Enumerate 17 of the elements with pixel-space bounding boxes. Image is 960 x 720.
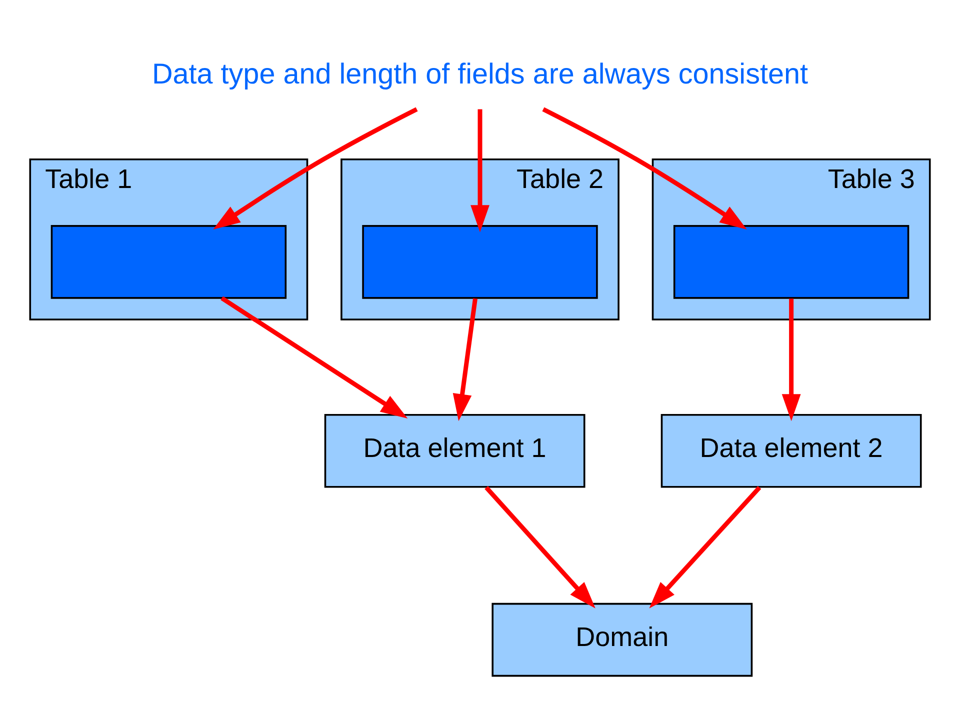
arrow xyxy=(470,109,490,232)
cluster: Table 3 xyxy=(652,158,931,320)
arrow xyxy=(484,486,596,608)
node-box xyxy=(50,225,287,299)
node-box xyxy=(673,225,910,299)
node-box xyxy=(362,225,598,299)
arrow xyxy=(213,107,418,230)
arrow xyxy=(782,298,801,422)
node-text: Data type and length of fields are always consistent xyxy=(152,58,808,90)
arrow xyxy=(649,486,762,608)
arrow xyxy=(220,296,408,419)
node-box: Data element 1 xyxy=(324,414,586,488)
arrow xyxy=(542,107,747,230)
cluster: Table 1 xyxy=(29,158,308,320)
cluster: Table 2 xyxy=(340,158,620,320)
node-box: Domain xyxy=(492,602,753,677)
node-box: Data element 2 xyxy=(660,414,922,488)
